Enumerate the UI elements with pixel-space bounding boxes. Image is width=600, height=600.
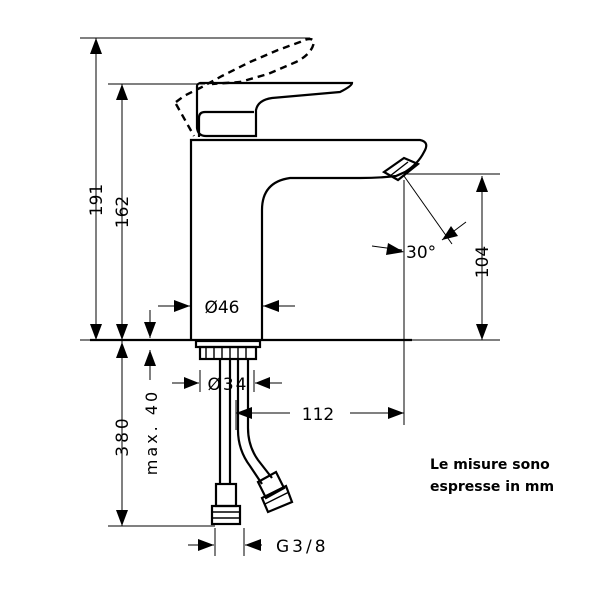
aerator [381, 156, 421, 182]
dim-line-max40 [144, 310, 156, 380]
lever-handle [195, 81, 354, 138]
dim-line-g38 [188, 539, 262, 551]
label-diameter-46: Ø46 [204, 298, 239, 318]
units-note-line-1: Le misure sono [430, 457, 550, 473]
dim-line-191 [90, 38, 102, 340]
dim-angle-30 [371, 175, 467, 255]
label-max40: max. 40 [142, 389, 161, 475]
label-diameter-34: Ø34 [207, 375, 248, 395]
units-note: Le misure sono espresse in mm [430, 454, 554, 498]
supply-hoses [218, 360, 273, 485]
label-162: 162 [113, 196, 133, 228]
lever-open-position [174, 37, 316, 137]
dim-line-112 [236, 407, 404, 419]
label-104: 104 [473, 246, 493, 278]
dim-line-diameter-34 [172, 377, 282, 389]
label-191: 191 [87, 184, 107, 216]
dim-line-104 [476, 176, 488, 340]
label-380: 380 [113, 415, 133, 456]
faucet-body [90, 110, 428, 342]
mounting-thread [194, 339, 262, 361]
dim-line-380 [116, 340, 128, 526]
label-30-degrees: 30° [406, 243, 436, 263]
label-g38: G3/8 [276, 537, 329, 557]
units-note-line-2: espresse in mm [430, 479, 555, 495]
hose-fittings [210, 470, 294, 526]
dim-line-diameter-46 [158, 300, 295, 312]
label-112: 112 [302, 405, 334, 425]
dim-line-162 [116, 84, 128, 340]
